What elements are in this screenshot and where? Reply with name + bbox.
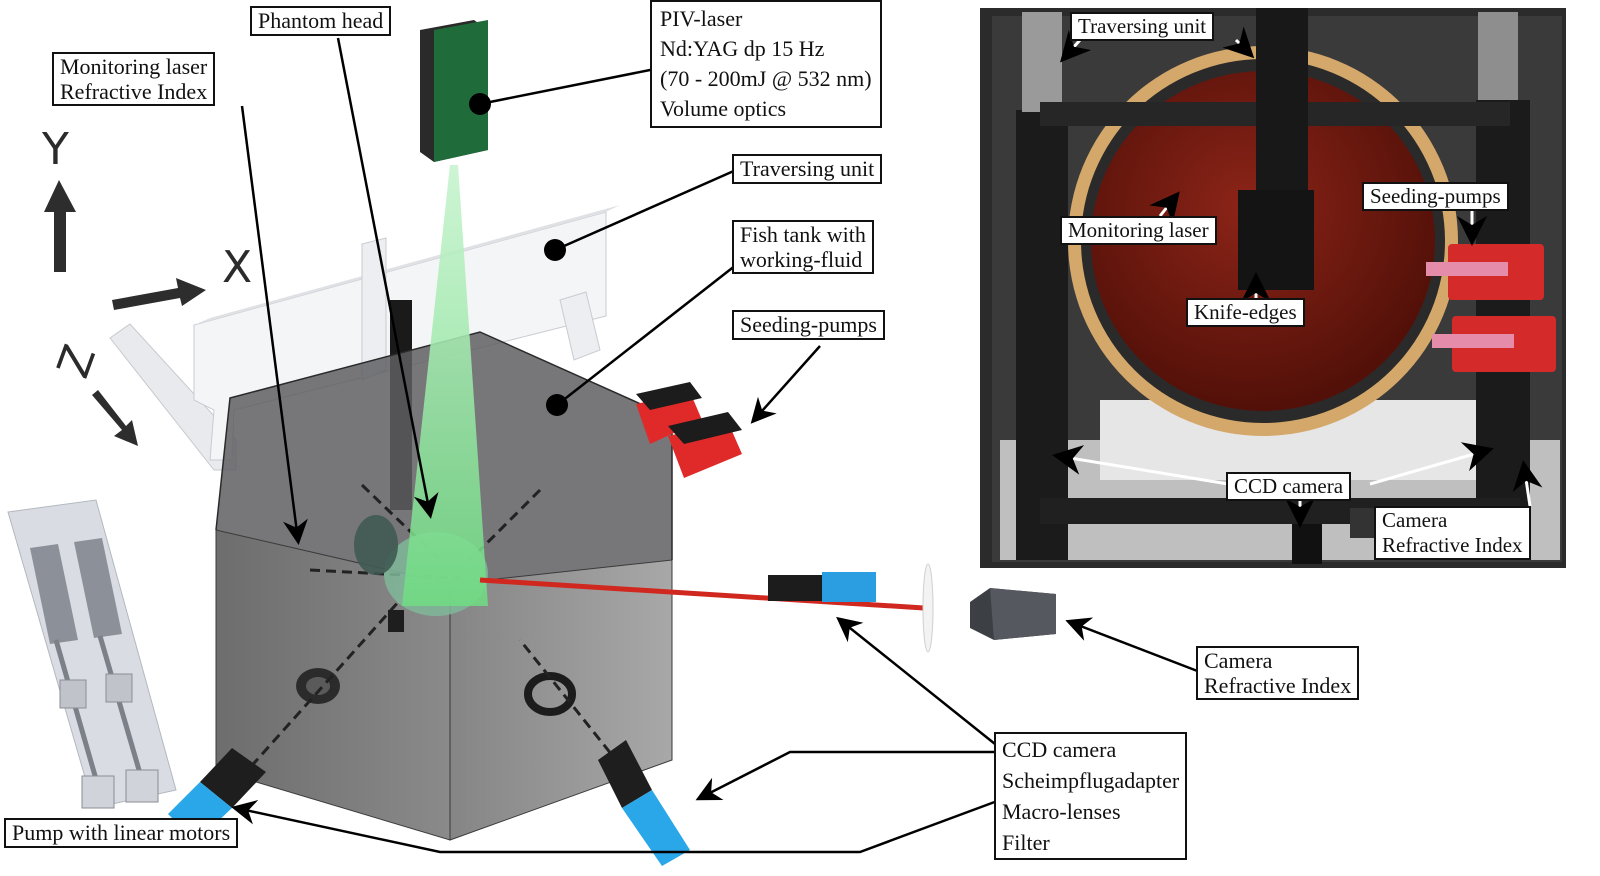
label-phantom-head: Phantom head (250, 6, 392, 36)
photo-label-seeding-pumps: Seeding-pumps (1362, 182, 1509, 211)
label-monitoring-laser-ri: Monitoring laser Refractive Index (52, 52, 216, 106)
axis-x-arrow (112, 278, 206, 310)
photo-label-camera-ri-line1: Camera (1382, 508, 1448, 532)
label-ccd-group-line3: Macro-lenses (1002, 799, 1121, 824)
label-fish-tank-line2: working-fluid (740, 247, 863, 272)
label-seeding-pumps: Seeding-pumps (732, 310, 885, 340)
label-piv-laser-line2: Nd:YAG dp 15 Hz (660, 36, 825, 61)
label-piv-laser-line4: Volume optics (660, 96, 787, 121)
label-monitoring-laser-ri-line1: Monitoring laser (60, 54, 208, 79)
label-monitoring-laser-ri-line2: Refractive Index (60, 79, 208, 104)
leader-lines (231, 37, 1201, 854)
label-traversing-unit: Traversing unit (732, 154, 883, 184)
label-piv-laser-line3: (70 - 200mJ @ 532 nm) (660, 66, 872, 91)
label-ccd-group-line1: CCD camera (1002, 737, 1117, 762)
photo-label-knife-edges: Knife-edges (1186, 298, 1305, 327)
label-piv-laser: PIV-laser Nd:YAG dp 15 Hz (70 - 200mJ @ … (650, 0, 882, 128)
photo-label-ccd-camera: CCD camera (1226, 472, 1352, 501)
label-camera-ri-line1: Camera (1204, 648, 1273, 673)
label-pump-linear-motors: Pump with linear motors (4, 818, 239, 848)
diffuser-screen (922, 563, 934, 653)
monitoring-laser-unit (768, 572, 876, 602)
photo-label-camera-ri-line2: Refractive Index (1382, 533, 1523, 557)
label-ccd-group-line2: Scheimpflugadapter (1002, 768, 1180, 793)
axis-z-arrow (92, 390, 138, 446)
photo-leader-lines (1052, 26, 1543, 528)
label-ccd-group-line4: Filter (1002, 830, 1050, 855)
label-ccd-group: CCD camera Scheimpflugadapter Macro-lens… (994, 732, 1188, 860)
ccd-camera-right (598, 740, 690, 866)
label-camera-ri-line2: Refractive Index (1204, 673, 1352, 698)
pump-linear-motors (7, 499, 177, 809)
photo-label-camera-ri: Camera Refractive Index (1374, 506, 1531, 560)
seeding-pumps (636, 382, 742, 478)
axis-y-arrow (44, 180, 76, 272)
monitoring-beam (479, 577, 925, 611)
piv-laser (420, 20, 488, 162)
label-fish-tank-line1: Fish tank with (740, 222, 866, 247)
axis-x-label: X (222, 242, 253, 293)
photo-label-monitoring-laser: Monitoring laser (1060, 216, 1217, 245)
camera-refractive-index (970, 588, 1056, 640)
label-camera-refractive-index: Camera Refractive Index (1196, 646, 1360, 700)
photo-label-traversing-unit: Traversing unit (1070, 12, 1215, 41)
label-piv-laser-line1: PIV-laser (660, 6, 743, 31)
axis-y-label: Y (42, 124, 69, 175)
label-fish-tank: Fish tank with working-fluid (732, 220, 874, 274)
